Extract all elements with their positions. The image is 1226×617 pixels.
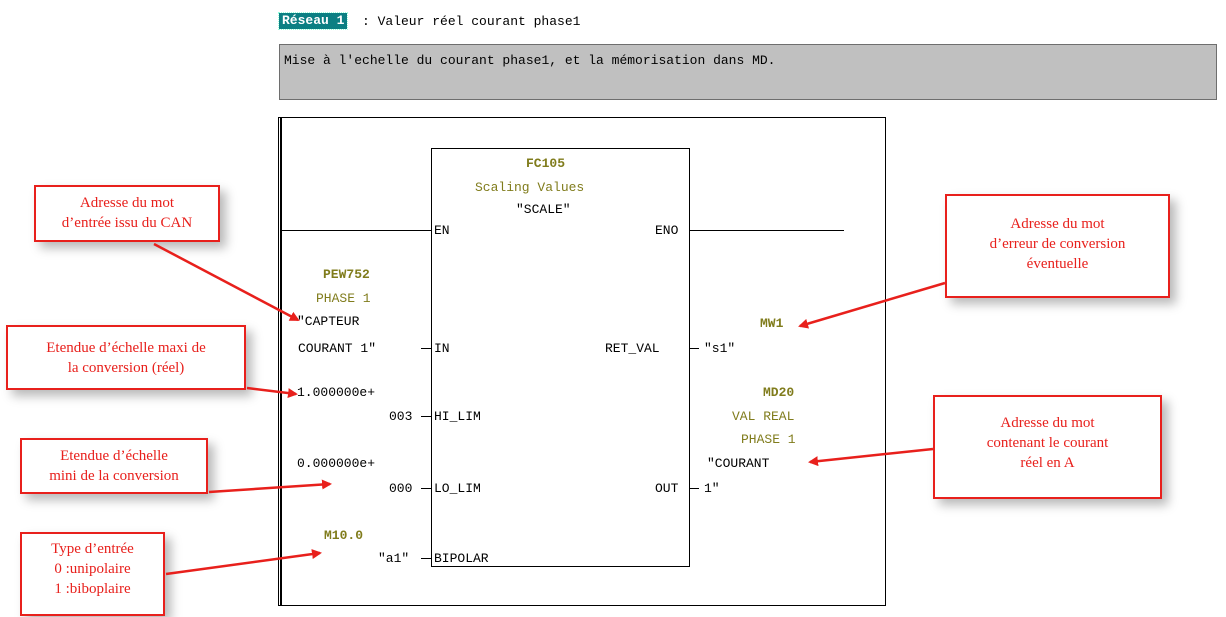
ret-val-symbol: "s1" <box>704 341 736 356</box>
annotation-current-word: Adresse du mot contenant le courant réel… <box>933 395 1162 499</box>
pin-bipolar: BIPOLAR <box>434 551 489 566</box>
annotation-error-word: Adresse du mot d’erreur de conversion év… <box>945 194 1170 298</box>
pin-ret-val: RET_VAL <box>605 341 660 356</box>
annotation-can-input-line1: Adresse du mot <box>79 195 175 211</box>
power-rail <box>280 117 282 606</box>
pin-in: IN <box>434 341 450 356</box>
annotation-scale-min-line1: Etendue d’échelle <box>60 448 168 464</box>
bipolar-symbol: "a1" <box>378 551 410 566</box>
pin-eno: ENO <box>655 223 679 238</box>
lo-lim-value-line2: 000 <box>389 481 413 496</box>
in-symbol-line2: COURANT 1" <box>298 341 377 356</box>
arrow-can-input <box>153 242 300 322</box>
annotation-scale-max-line2: la conversion (réel) <box>67 360 185 376</box>
in-comment: PHASE 1 <box>316 291 371 306</box>
out-symbol-line2: 1" <box>704 481 720 496</box>
out-symbol-line1: "COURANT <box>707 456 770 471</box>
eno-wire <box>689 230 844 231</box>
annotation-input-type-line2: 0 :unipolaire <box>54 561 131 577</box>
pin-en: EN <box>434 223 450 238</box>
network-comment-box[interactable]: Mise à l'echelle du courant phase1, et l… <box>279 44 1217 100</box>
pin-lo-lim: LO_LIM <box>434 481 481 496</box>
annotation-scale-min: Etendue d’échelle mini de la conversion <box>20 438 208 494</box>
en-wire <box>281 230 431 231</box>
ret-val-address[interactable]: MW1 <box>760 316 784 331</box>
annotation-error-word-line3: éventuelle <box>1026 256 1089 272</box>
annotation-input-type-line1: Type d’entrée <box>51 541 134 557</box>
hi-lim-connector <box>421 416 431 417</box>
pin-hi-lim: HI_LIM <box>434 409 481 424</box>
hi-lim-value-line1[interactable]: 1.000000e+ <box>297 385 376 400</box>
function-block-fc105[interactable] <box>431 148 690 567</box>
annotation-scale-max-line1: Etendue d’échelle maxi de <box>46 340 206 356</box>
network-title: : Valeur réel courant phase1 <box>362 14 581 29</box>
annotation-can-input: Adresse du mot d’entrée issu du CAN <box>34 185 220 242</box>
out-connector <box>689 488 699 489</box>
annotation-input-type: Type d’entrée 0 :unipolaire 1 :biboplair… <box>20 532 165 616</box>
annotation-error-word-line1: Adresse du mot <box>1010 216 1105 232</box>
hi-lim-value-line2: 003 <box>389 409 413 424</box>
annotation-current-word-line3: réel en A <box>1020 455 1075 471</box>
lo-lim-connector <box>421 488 431 489</box>
annotation-can-input-line2: d’entrée issu du CAN <box>61 215 193 231</box>
in-connector <box>421 348 431 349</box>
out-comment-line1: VAL REAL <box>732 409 795 424</box>
annotation-scale-max: Etendue d’échelle maxi de la conversion … <box>6 325 246 390</box>
out-comment-line2: PHASE 1 <box>741 432 796 447</box>
block-symbol: "SCALE" <box>516 202 571 217</box>
network-tag[interactable]: Réseau 1 <box>277 12 349 30</box>
block-number: FC105 <box>526 156 566 171</box>
bipolar-address[interactable]: M10.0 <box>324 528 364 543</box>
block-name: Scaling Values <box>475 180 585 195</box>
ret-val-connector <box>689 348 699 349</box>
annotation-current-word-line1: Adresse du mot <box>1000 415 1095 431</box>
network-comment: Mise à l'echelle du courant phase1, et l… <box>284 53 776 68</box>
annotation-current-word-line2: contenant le courant <box>986 435 1109 451</box>
bipolar-connector <box>421 558 431 559</box>
lo-lim-value-line1[interactable]: 0.000000e+ <box>297 456 376 471</box>
annotation-scale-min-line2: mini de la conversion <box>49 468 179 484</box>
pin-out: OUT <box>655 481 679 496</box>
ladder-network-frame <box>278 117 886 606</box>
out-address[interactable]: MD20 <box>763 385 795 400</box>
in-symbol-line1: "CAPTEUR <box>297 314 360 329</box>
in-address[interactable]: PEW752 <box>323 267 370 282</box>
annotation-input-type-line3: 1 :biboplaire <box>54 581 131 597</box>
annotation-error-word-line2: d’erreur de conversion <box>989 236 1126 252</box>
